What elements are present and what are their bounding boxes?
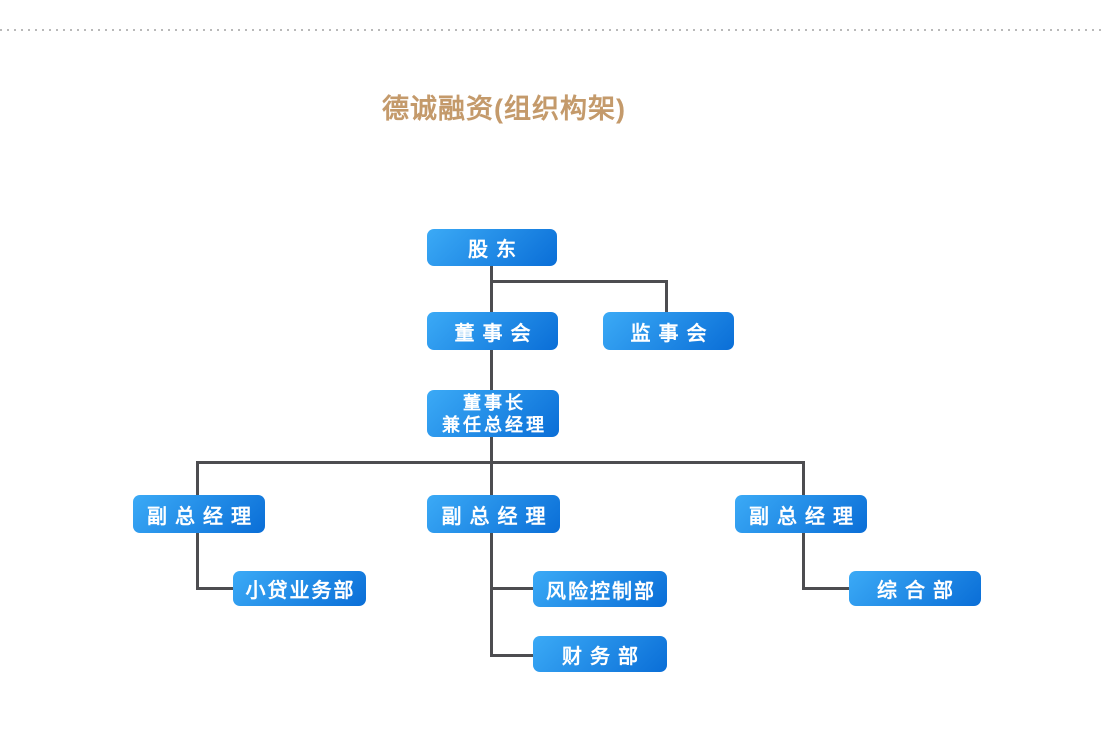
connector-line [490,587,533,590]
org-node-finance-dept: 财务部 [533,636,667,672]
org-node-general-dept: 综合部 [849,571,981,606]
org-node-label: 财务部 [562,645,646,668]
connector-line [802,461,805,495]
org-node-chairman-general-manager: 董事长 兼任总经理 [427,390,559,437]
connector-line [490,280,668,283]
org-node-label: 股东 [468,239,524,261]
org-node-small-loan-dept: 小贷业务部 [233,571,366,606]
org-node-label-line2: 兼任总经理 [442,414,547,435]
connector-line [665,280,668,312]
org-node-label: 小贷业务部 [245,580,356,602]
connector-line [802,533,805,590]
page-title: 德诚融资(组织构架) [382,94,626,124]
org-node-risk-control-dept: 风险控制部 [533,571,667,607]
connector-line [490,350,493,390]
org-node-label: 副总经理 [441,505,554,528]
connector-line [196,461,199,495]
connector-line [490,437,493,495]
org-node-label: 副总经理 [749,505,861,528]
org-node-board-of-directors: 董事会 [427,312,558,350]
org-node-label: 副总经理 [147,505,259,528]
top-dotted-divider [0,29,1106,31]
connector-line [196,533,199,590]
connector-line [490,265,493,312]
org-node-deputy-gm-left: 副总经理 [133,495,265,533]
org-node-label: 监事会 [630,322,715,345]
connector-line [802,587,849,590]
org-node-label-line1: 董事长 [463,392,526,413]
org-node-label: 综合部 [877,580,961,602]
org-node-supervisory-board: 监事会 [603,312,734,350]
org-node-deputy-gm-right: 副总经理 [735,495,867,533]
org-node-shareholders: 股东 [427,229,557,266]
org-node-deputy-gm-middle: 副总经理 [427,495,560,533]
connector-line [490,654,533,657]
org-node-label: 风险控制部 [546,580,656,603]
connector-line [196,461,805,464]
connector-line [196,587,233,590]
org-node-label: 董事会 [454,322,539,345]
connector-line [490,533,493,657]
